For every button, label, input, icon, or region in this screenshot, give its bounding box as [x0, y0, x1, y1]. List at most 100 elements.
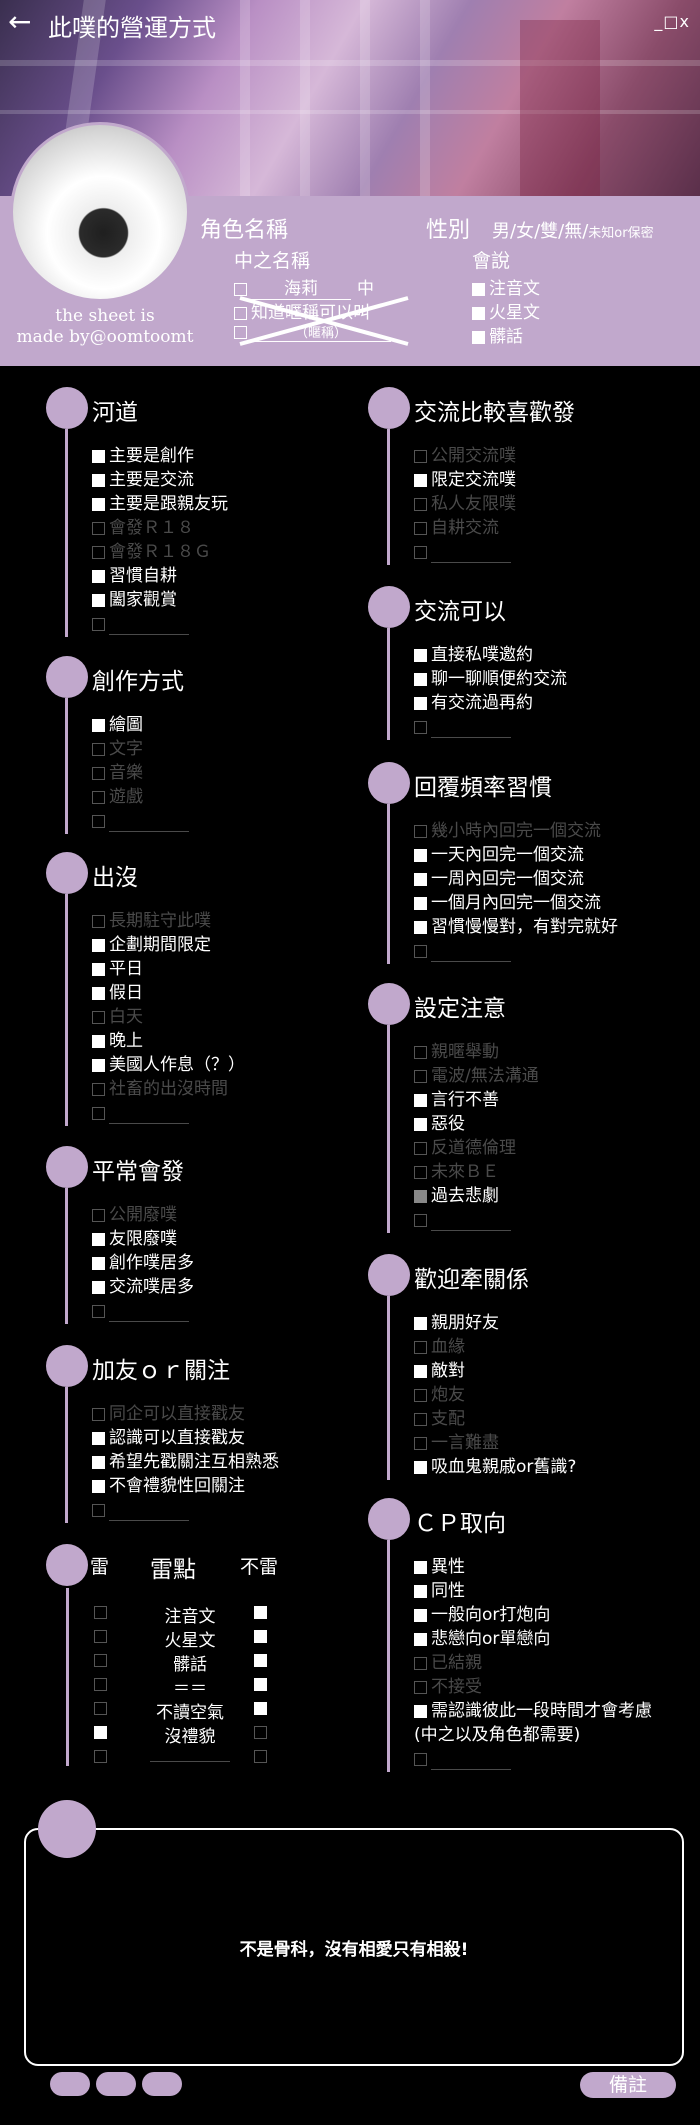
checklist-item[interactable]: 已結親: [414, 1652, 482, 1674]
checklist-item[interactable]: 聊一聊順便約交流: [414, 668, 567, 690]
checkbox-checked[interactable]: [472, 282, 485, 296]
checklist-item[interactable]: 文字: [92, 738, 143, 760]
checkbox[interactable]: [92, 1208, 105, 1222]
checklist-item[interactable]: 不會禮貌性回關注: [92, 1475, 245, 1497]
checkbox[interactable]: [414, 1436, 427, 1450]
memo-button[interactable]: 備註: [580, 2072, 676, 2098]
checklist-item[interactable]: 反道德倫理: [414, 1137, 516, 1159]
checkbox[interactable]: [414, 824, 427, 838]
checkbox-checked[interactable]: [92, 1431, 105, 1445]
checkbox[interactable]: [414, 1680, 427, 1694]
checklist-item[interactable]: 長期駐守此噗: [92, 910, 211, 932]
checkbox[interactable]: [94, 1654, 107, 1667]
checklist-item[interactable]: [92, 810, 189, 832]
checkbox-checked[interactable]: [414, 473, 427, 487]
checkbox[interactable]: [414, 1340, 427, 1354]
checkbox-checked[interactable]: [414, 872, 427, 886]
checkbox-checked[interactable]: [414, 1632, 427, 1646]
checklist-item[interactable]: 一言難盡: [414, 1432, 499, 1454]
checkbox[interactable]: [92, 1407, 105, 1421]
checklist-item[interactable]: 繪圖: [92, 714, 143, 736]
checklist-item[interactable]: 美國人作息（？）: [92, 1054, 245, 1076]
checkbox-checked[interactable]: [414, 1364, 427, 1378]
checklist-item[interactable]: (中之以及角色都需要): [414, 1724, 580, 1746]
checklist-item[interactable]: 未來ＢＥ: [414, 1161, 499, 1183]
checklist-item[interactable]: 悲戀向or單戀向: [414, 1628, 550, 1650]
speaks-item[interactable]: 火星文: [472, 298, 540, 323]
checklist-item[interactable]: 音樂: [92, 762, 143, 784]
checklist-item[interactable]: 有交流過再約: [414, 692, 533, 714]
checkbox-checked[interactable]: [92, 1455, 105, 1469]
checkbox[interactable]: [414, 545, 427, 559]
checklist-item[interactable]: 闔家觀賞: [92, 589, 177, 611]
pill-button[interactable]: [50, 2072, 90, 2096]
checklist-item[interactable]: 會發Ｒ１８Ｇ: [92, 541, 211, 563]
checkbox-checked[interactable]: [472, 330, 485, 344]
nakano-row-3[interactable]: （暱稱）: [234, 322, 391, 342]
checklist-item[interactable]: 自耕交流: [414, 517, 499, 539]
checklist-item[interactable]: 吸血鬼親戚or舊識?: [414, 1456, 576, 1478]
checkbox-checked[interactable]: [414, 1704, 427, 1718]
checkbox-checked[interactable]: [414, 648, 427, 662]
checklist-item[interactable]: 習慣自耕: [92, 565, 177, 587]
checkbox[interactable]: [234, 325, 247, 339]
checkbox-checked[interactable]: [92, 1232, 105, 1246]
checkbox-checked[interactable]: [92, 569, 105, 583]
checklist-item[interactable]: 一個月內回完一個交流: [414, 892, 601, 914]
checkbox[interactable]: [94, 1606, 107, 1619]
checkbox[interactable]: [414, 449, 427, 463]
checkbox-checked[interactable]: [414, 848, 427, 862]
checklist-item[interactable]: 需認識彼此一段時間才會考慮: [414, 1700, 652, 1722]
checkbox-checked[interactable]: [92, 449, 105, 463]
checklist-item[interactable]: 公開交流噗: [414, 445, 516, 467]
checklist-item[interactable]: 敵對: [414, 1360, 465, 1382]
checkbox-checked[interactable]: [92, 473, 105, 487]
checkbox[interactable]: [92, 766, 105, 780]
checkbox[interactable]: [94, 1702, 107, 1715]
checklist-item[interactable]: 一天內回完一個交流: [414, 844, 584, 866]
nakano-row-1[interactable]: 海莉中: [234, 274, 374, 300]
checklist-item[interactable]: 電波/無法溝通: [414, 1065, 539, 1087]
checkbox[interactable]: [414, 497, 427, 511]
checklist-item[interactable]: [92, 613, 189, 635]
checkbox[interactable]: [92, 814, 105, 828]
checkbox-checked[interactable]: [92, 1058, 105, 1072]
checkbox[interactable]: [92, 617, 105, 631]
checklist-item[interactable]: 白天: [92, 1006, 143, 1028]
checkbox-checked[interactable]: [92, 1256, 105, 1270]
checklist-item[interactable]: 希望先戳關注互相熟悉: [92, 1451, 279, 1473]
checkbox[interactable]: [92, 1304, 105, 1318]
pill-button[interactable]: [96, 2072, 136, 2096]
checklist-item[interactable]: 交流噗居多: [92, 1276, 194, 1298]
arrow-left-icon[interactable]: ←: [8, 5, 32, 38]
checkbox-checked[interactable]: [414, 696, 427, 710]
checkbox[interactable]: [414, 1165, 427, 1179]
checklist-item[interactable]: 血緣: [414, 1336, 465, 1358]
checklist-item[interactable]: 創作噗居多: [92, 1252, 194, 1274]
checkbox-checked[interactable]: [254, 1678, 267, 1691]
checkbox[interactable]: [414, 720, 427, 734]
checkbox-checked[interactable]: [254, 1654, 267, 1667]
checkbox[interactable]: [414, 1141, 427, 1155]
checklist-item[interactable]: 惡役: [414, 1113, 465, 1135]
checkbox-checked[interactable]: [414, 1460, 427, 1474]
checkbox[interactable]: [414, 1388, 427, 1402]
checkbox-checked[interactable]: [92, 497, 105, 511]
checkbox-checked[interactable]: [94, 1726, 107, 1739]
checkbox-checked[interactable]: [414, 1117, 427, 1131]
checklist-item[interactable]: 同企可以直接戳友: [92, 1403, 245, 1425]
checkbox-checked[interactable]: [92, 718, 105, 732]
checklist-item[interactable]: 平日: [92, 958, 143, 980]
checkbox-checked[interactable]: [414, 1584, 427, 1598]
checkbox-checked[interactable]: [472, 306, 485, 320]
checklist-item[interactable]: [414, 541, 511, 563]
checkbox[interactable]: [94, 1750, 107, 1763]
checklist-item[interactable]: [92, 1300, 189, 1322]
checklist-item[interactable]: 一周內回完一個交流: [414, 868, 584, 890]
checkbox[interactable]: [92, 545, 105, 559]
checklist-item[interactable]: 主要是跟親友玩: [92, 493, 228, 515]
speaks-item[interactable]: 髒話: [472, 322, 523, 347]
checklist-item[interactable]: 異性: [414, 1556, 465, 1578]
checklist-item[interactable]: 幾小時內回完一個交流: [414, 820, 601, 842]
checkbox[interactable]: [414, 521, 427, 535]
